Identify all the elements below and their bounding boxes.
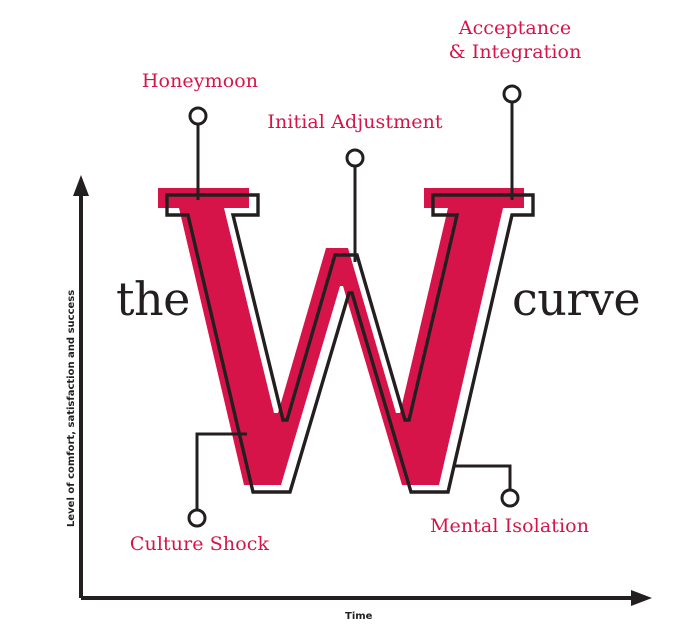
- honeymoon-leader-node: [188, 106, 208, 126]
- title-word-curve: curve: [512, 272, 641, 326]
- callout-label-initial-adjustment: Initial Adjustment: [267, 111, 443, 133]
- mental-isolation-leader-node: [500, 488, 520, 508]
- x-axis-arrowhead: [631, 590, 652, 606]
- y-axis-label: Level of comfort, satisfaction and succe…: [66, 289, 77, 527]
- callout-label-mental-isolation: Mental Isolation: [429, 515, 590, 537]
- y-axis-arrowhead: [73, 175, 89, 196]
- callout-label-honeymoon: Honeymoon: [141, 70, 259, 92]
- callout-label-acceptance-integration: Acceptance & Integration: [430, 16, 600, 65]
- title-word-the: the: [116, 272, 190, 326]
- initial-adjustment-leader-node: [345, 148, 365, 168]
- mental-isolation-leader-line: [455, 464, 512, 489]
- culture-shock-leader-line: [195, 432, 247, 509]
- w-letter-red-fill: [158, 188, 524, 485]
- x-axis-label: Time: [345, 611, 373, 622]
- callout-leaders-group: [187, 84, 522, 528]
- culture-shock-leader-node: [187, 508, 207, 528]
- callout-label-acceptance-line1: Acceptance: [458, 17, 572, 39]
- axes-group: [73, 175, 652, 606]
- w-letter-black-outline: [165, 193, 535, 494]
- callout-label-culture-shock: Culture Shock: [129, 533, 270, 555]
- callout-label-acceptance-line2: & Integration: [448, 41, 582, 64]
- acceptance-leader-node: [502, 84, 522, 104]
